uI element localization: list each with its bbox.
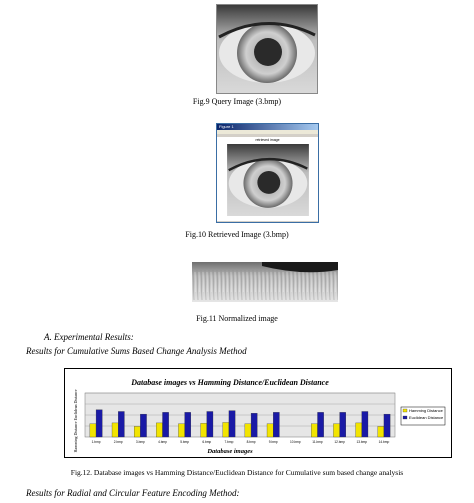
bar-euclidean: [317, 412, 324, 438]
bar-euclidean: [162, 412, 169, 438]
bar-hamming: [311, 423, 318, 438]
bar-hamming: [333, 423, 340, 438]
x-tick-label: 8.bmp: [247, 440, 256, 444]
x-tick-label: 1.bmp: [92, 440, 101, 444]
retrieved-eye-graphic: [227, 144, 309, 216]
eye-graphic: [217, 5, 317, 93]
chart-ylabel: Hamming Distance Euclidean Distance: [73, 389, 78, 452]
bar-hamming: [111, 422, 119, 438]
fig12-caption: Fig.12. Database images vs Hamming Dista…: [70, 468, 404, 477]
x-tick-label: 4.bmp: [158, 440, 167, 444]
bar-euclidean: [206, 411, 214, 438]
fig9-caption: Fig.9 Query Image (3.bmp): [192, 97, 282, 106]
x-tick-label: 6.bmp: [202, 440, 211, 444]
bar-euclidean: [95, 409, 103, 438]
x-tick-label: 13.bmp: [356, 440, 367, 444]
bar-hamming: [89, 423, 97, 438]
bar-euclidean: [184, 412, 191, 438]
bar-euclidean: [140, 413, 147, 438]
window-menu-bar: [217, 130, 318, 134]
legend-box: [400, 406, 446, 426]
legend-label: Euclidean Distance: [409, 415, 444, 420]
bar-hamming: [222, 422, 230, 438]
window-title-bar: Figure 1: [217, 124, 318, 130]
radial-circular-heading: Results for Radial and Circular Feature …: [26, 488, 240, 498]
legend-label: Hamming Distance: [409, 408, 444, 413]
chart-ylabel-text: Hamming Distance Euclidean Distance: [73, 389, 78, 452]
bar-euclidean: [118, 411, 125, 438]
chart-title: Database images vs Hamming Distance/Eucl…: [130, 378, 329, 387]
bar-hamming: [178, 423, 185, 438]
x-tick-label: 12.bmp: [334, 440, 345, 444]
legend-swatch: [402, 408, 408, 413]
fig10-caption: Fig.10 Retrieved Image (3.bmp): [185, 230, 289, 239]
x-tick-label: 14.bmp: [379, 440, 390, 444]
retrieved-image-title: retrieved image: [255, 138, 280, 142]
bar-euclidean: [383, 413, 391, 438]
normalized-strip-graphic: [192, 262, 338, 302]
bar-hamming: [200, 423, 207, 438]
plot-area: retrieved image: [217, 137, 318, 221]
x-tick-label: 5.bmp: [180, 440, 189, 444]
fig12-chart-frame: Database images vs Hamming Distance/Eucl…: [64, 368, 452, 458]
bar-euclidean: [361, 411, 369, 438]
experimental-results-heading: A. Experimental Results:: [44, 332, 134, 342]
x-tick-label: 10.bmp: [290, 440, 301, 444]
legend-swatch: [402, 415, 408, 420]
bar-euclidean: [250, 413, 258, 438]
fig11-caption: Fig.11 Normalized image: [196, 314, 278, 323]
bar-euclidean: [339, 412, 346, 438]
x-tick-label: 7.bmp: [224, 440, 233, 444]
window-toolbar: [217, 134, 318, 137]
query-eye-image: [216, 4, 318, 94]
bar-hamming: [156, 422, 163, 438]
x-tick-label: 3.bmp: [136, 440, 145, 444]
x-tick-label: 11.bmp: [312, 440, 323, 444]
x-tick-label: 2.bmp: [114, 440, 123, 444]
fig12-bar-chart: Database images vs Hamming Distance/Eucl…: [73, 378, 446, 455]
x-tick-label: 9.bmp: [269, 440, 278, 444]
cumulative-sums-heading: Results for Cumulative Sums Based Change…: [26, 346, 247, 356]
bar-hamming: [355, 422, 362, 438]
bar-hamming: [134, 426, 141, 438]
matlab-figure-window: Figure 1 retrieved image: [216, 123, 319, 223]
chart-xlabel: Database images: [206, 448, 253, 455]
bar-euclidean: [228, 410, 236, 438]
bar-hamming: [377, 426, 385, 438]
plot-layer: 1.bmp 2.bmp 3.bmp 4.bmp 5.bmp 6.bmp 7.bmp 8.bmp…: [84, 392, 396, 444]
bar-hamming: [266, 423, 274, 438]
bar-euclidean: [273, 412, 280, 438]
normalized-iris-image: [192, 262, 338, 302]
bar-hamming: [244, 423, 252, 438]
